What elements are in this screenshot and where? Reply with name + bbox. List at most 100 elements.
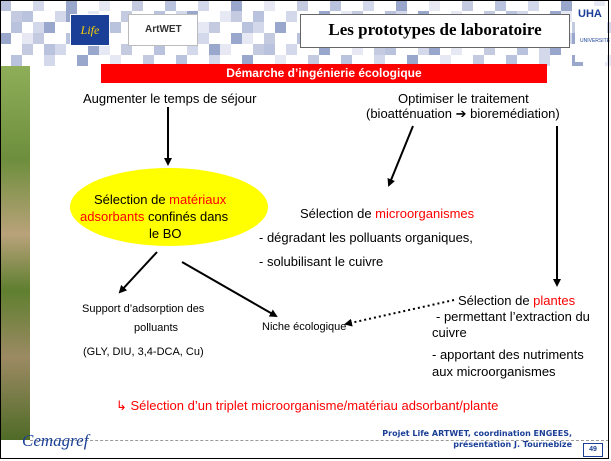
header-checker-square [209,22,220,33]
header-checker-square [528,0,539,11]
header-checker-square [44,22,55,33]
eu-life-logo-text: Life [80,23,100,37]
header-checker-square [539,44,550,55]
header-checker-square [231,33,242,44]
header-checker-square [385,44,396,55]
header-checker-square [77,55,88,66]
footer-credit: Projet Life ARTWET, coordination ENGEES,… [362,428,572,450]
header-checker-square [242,33,253,44]
header-checker-square [22,11,33,22]
header-checker-square [220,11,231,22]
header-checker-square [374,55,385,66]
materials-keyword-a: matériaux [169,192,227,207]
vineyard-photo-strip [0,66,30,440]
header-checker-square [396,0,407,11]
header-checker-square [33,22,44,33]
header-checker-square [308,55,319,66]
header-checker-square [253,11,264,22]
materials-selection-line3: le BO [149,226,182,241]
header-checker-square [264,0,275,11]
header-checker-square [363,0,374,11]
arrow-materials-to-niche [181,261,278,317]
footer-credit-line1: Projet Life ARTWET, coordination ENGEES, [382,429,572,438]
header-checker-square [165,0,176,11]
header-checker-square [517,44,528,55]
header-checker-square [176,55,187,66]
header-checker-square [330,0,341,11]
page-title: Les prototypes de laboratoire [328,20,542,39]
section-banner [101,64,547,83]
header-checker-square [495,0,506,11]
materials-keyword-b: adsorbants [80,209,145,224]
header-checker-square [33,0,44,11]
header-checker-square [198,22,209,33]
support-line1: Support d’adsorption des [82,303,205,315]
conclusion-pointer-icon: ↳ [116,398,131,413]
header-checker-square [33,33,44,44]
header-checker-square [22,33,33,44]
uha-logo-text: UHA [578,8,602,20]
header-checker-square [99,0,110,11]
header-checker-square [242,55,253,66]
header-checker-square [110,55,121,66]
header-checker-square [55,11,66,22]
title-box [300,14,570,48]
section-banner-text: Démarche d’ingénierie écologique [226,66,422,80]
header-checker-square [121,11,132,22]
page-number: 49 [583,443,603,457]
micro-selection-title: Sélection de microorganismes [300,206,474,221]
header-checker-square [143,55,154,66]
header-checker-square [88,44,99,55]
goal-optimize-treatment: Optimiser le traitement [398,91,529,106]
uha-logo [575,6,607,62]
header-checker-square [264,33,275,44]
uha-logo-subtext: UNIVERSITE [580,38,611,44]
header-checker-square [539,55,550,66]
arrow-materials-to-support [118,251,158,294]
header-checker-square [473,55,484,66]
header-checker-square [44,44,55,55]
header-checker-square [99,44,110,55]
header-checker-square [253,44,264,55]
header-checker-square [550,44,561,55]
artwet-logo [128,14,198,46]
micro-bullet-solubilizing: - solubilisant le cuivre [259,254,384,269]
micro-bullet-degrading: - dégradant les polluants organiques, [259,230,473,245]
footer-divider [30,440,609,441]
plants-bullet2a: - apportant des nutriments [432,347,584,362]
artwet-logo-text: ArtWET [145,24,182,35]
header-checker-square [253,22,264,33]
header-checker-square [198,33,209,44]
header-checker-square [209,44,220,55]
header-checker-square [297,0,308,11]
eu-life-logo: Life [70,14,110,46]
footer-credit-line2: présentation J. Tournebize [453,440,572,449]
header-checker-square [11,22,22,33]
header-checker-square [11,55,22,66]
support-line3: (GLY, DIU, 3,4-DCA, Cu) [83,346,204,358]
plants-bullet1a: - permettant l’extraction du [436,309,590,324]
header-checker-square [275,22,286,33]
materials-suffix: confinés dans [144,209,229,224]
header-checker-square [418,44,429,55]
micro-prefix: Sélection de [300,206,376,221]
header-checker-square [231,0,242,11]
header-checker-square [462,0,473,11]
header-checker-square [11,11,22,22]
header-checker-square [429,0,440,11]
header-checker-square [319,44,330,55]
support-line2: polluants [134,322,179,334]
header-checker-square [198,0,209,11]
conclusion-line: ↳ Sélection d’un triplet microorganisme/… [116,398,498,414]
plants-keyword: plantes [533,293,576,308]
header-checker-square [352,44,363,55]
header-checker-square [286,11,297,22]
header-checker-square [154,44,165,55]
header-checker-square [594,0,605,11]
header-checker-square [242,22,253,33]
header-checker-square [231,11,242,22]
materials-highlight-ellipse [70,168,268,246]
arrow-plants-to-niche [344,299,455,327]
